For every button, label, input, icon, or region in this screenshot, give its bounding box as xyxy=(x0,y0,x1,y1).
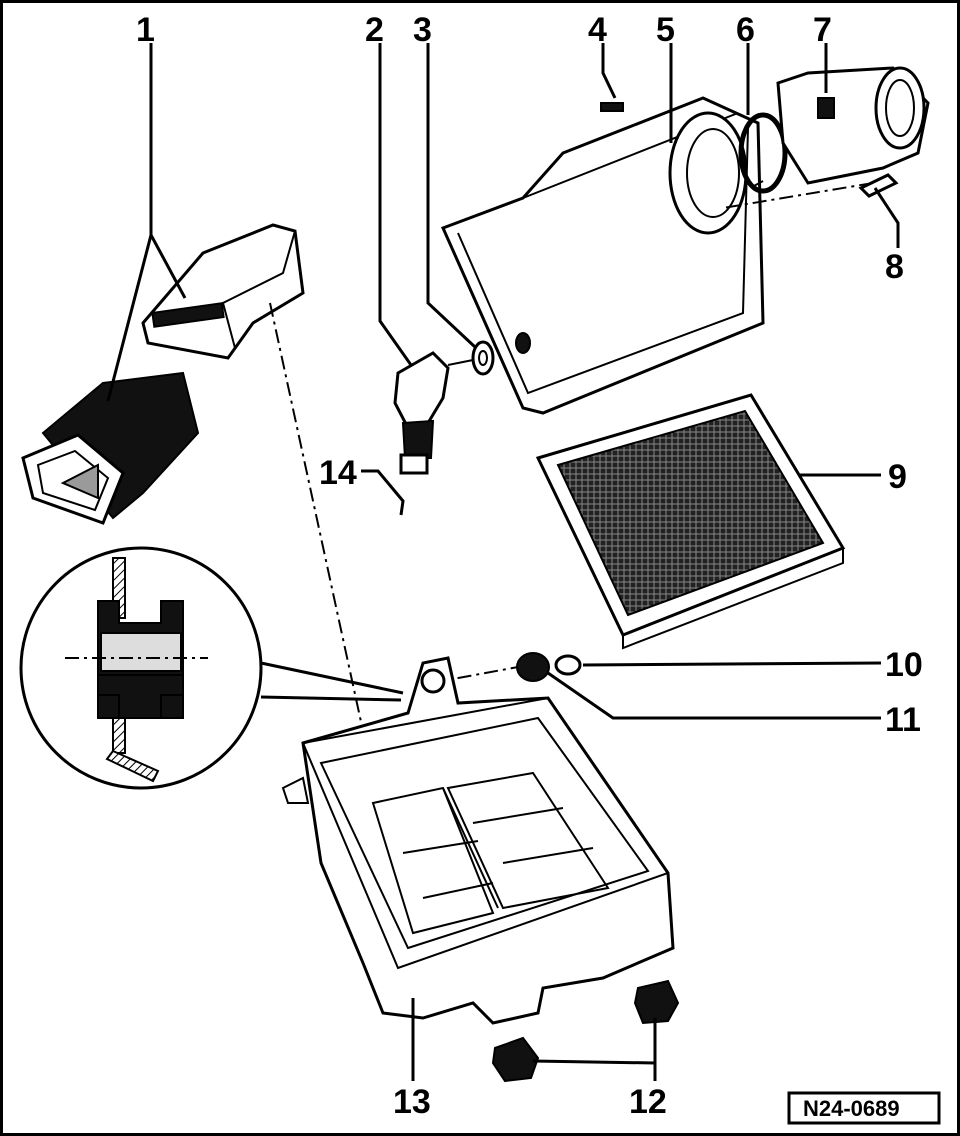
spacer-sleeve-part xyxy=(554,654,582,676)
o-ring-part xyxy=(738,112,788,194)
reference-code-box xyxy=(787,1091,941,1125)
callout-5: 5 xyxy=(656,11,675,49)
air-filter-upper-housing xyxy=(440,96,765,415)
rubber-mount-part xyxy=(516,652,550,682)
callout-10: 10 xyxy=(885,646,923,684)
callout-8: 8 xyxy=(885,248,904,286)
filter-element-part xyxy=(535,393,846,650)
callout-leaders xyxy=(106,43,900,1081)
mount-axis-line xyxy=(430,666,519,684)
breather-elbow-part xyxy=(393,351,450,475)
callout-11: 11 xyxy=(885,701,921,739)
air-mass-meter-part xyxy=(776,66,930,185)
exploded-view-drawing: 1 2 3 4 5 6 7 8 9 10 11 12 13 14 N24-068… xyxy=(19,11,941,1125)
rubber-foot-part xyxy=(491,979,680,1083)
intake-duct-part xyxy=(141,223,305,360)
detail-leader-top xyxy=(260,661,404,695)
callout-14: 14 xyxy=(319,454,357,492)
reference-code: N24-0689 xyxy=(803,1096,900,1121)
callout-2: 2 xyxy=(365,11,384,49)
rubber-boot-part xyxy=(21,371,200,525)
callout-7: 7 xyxy=(813,11,832,49)
callout-4: 4 xyxy=(588,11,607,49)
detail-circle xyxy=(19,546,263,790)
callout-9: 9 xyxy=(888,458,907,496)
air-filter-lower-housing xyxy=(281,656,675,1025)
callout-1: 1 xyxy=(136,11,155,49)
bolt-part xyxy=(858,173,899,198)
callout-12: 12 xyxy=(629,1083,667,1121)
elbow-grommet-link xyxy=(447,359,474,366)
callout-6: 6 xyxy=(736,11,755,49)
callout-13: 13 xyxy=(393,1083,431,1121)
ring-axis-line xyxy=(744,180,764,192)
callout-3: 3 xyxy=(413,11,432,49)
detail-leader-bottom xyxy=(260,695,402,702)
duct-axis-line xyxy=(269,302,364,732)
grommet-part xyxy=(471,340,495,376)
